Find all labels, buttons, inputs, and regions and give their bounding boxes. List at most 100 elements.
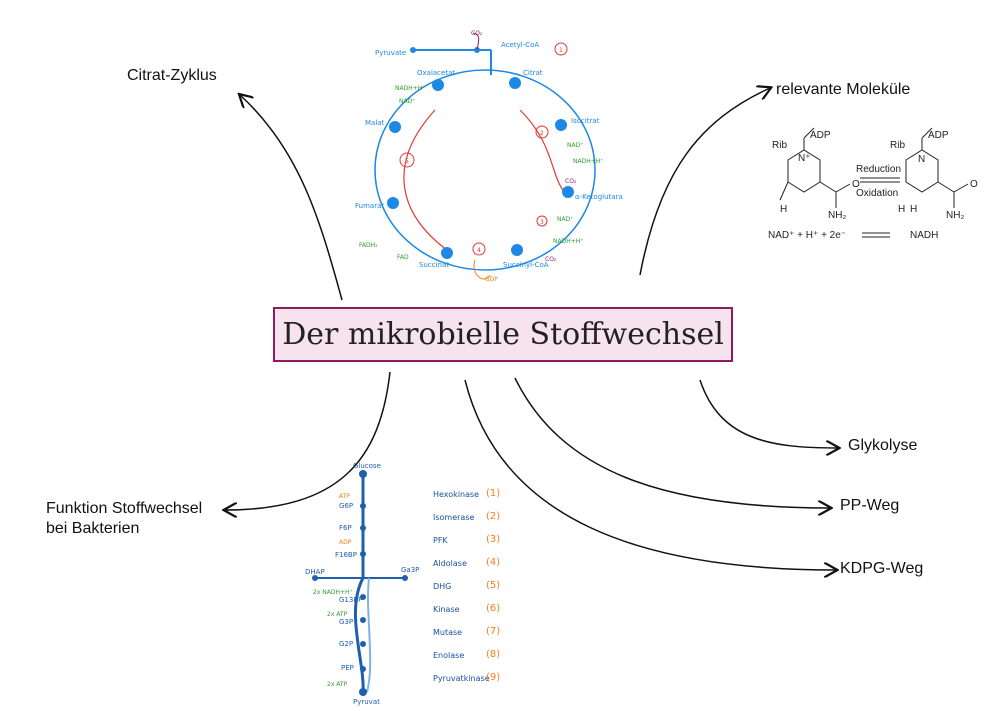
- pyruvat-label: Pyruvat: [353, 698, 380, 706]
- cycle-ring: [374, 69, 596, 271]
- fumarat-label: Fumarat: [355, 202, 384, 210]
- adp-label-right: ADP: [928, 130, 949, 141]
- o-label-left: O: [852, 179, 860, 190]
- gly-left-label-7: G13BP: [339, 596, 362, 604]
- arrow-citrat: [240, 95, 343, 301]
- succinat-node: [441, 247, 453, 259]
- akg-label: α-Ketoglutara: [575, 193, 623, 201]
- equation-left: NAD⁺ + H⁺ + 2e⁻: [768, 230, 846, 241]
- gdp-label: GDP: [485, 276, 498, 283]
- h-label-right-1: H: [898, 204, 905, 215]
- oxalacetat-label: Oxalacetat: [417, 69, 455, 77]
- step-1-label: 1: [559, 47, 563, 54]
- gly-left-label-10: G2P: [339, 640, 353, 648]
- reduction-label: Reduction: [856, 164, 901, 175]
- gly-left-label-5: DHAP: [305, 568, 325, 576]
- step-5-label: 5: [405, 158, 409, 165]
- gly-left-label-1: G6P: [339, 502, 353, 510]
- pyruvate-label: Pyruvate: [375, 49, 406, 57]
- nh2-label-left: NH₂: [828, 210, 846, 221]
- fad-label: FAD: [397, 254, 409, 261]
- ga3p-label: Ga3P: [401, 566, 419, 574]
- co2-label-3: CO₂: [545, 256, 557, 263]
- enzyme-num-8: (8): [486, 649, 501, 660]
- branch-citrat-zyklus: Citrat-Zyklus: [127, 67, 217, 84]
- nadh-label-2: NADH+H⁺: [553, 238, 583, 245]
- equation-right: NADH: [910, 230, 938, 241]
- branch-glykolyse: Glykolyse: [848, 437, 918, 454]
- enzyme-name-8: Enolase: [433, 651, 465, 660]
- enzyme-num-1: (1): [486, 488, 501, 499]
- malat-label: Malat: [365, 119, 385, 127]
- succinylcoa-node: [511, 244, 523, 256]
- arrow-ppweg: [514, 377, 830, 508]
- glycolysis-diagram: Glucose Pyruvat Ga3P ATP G6P F6P ADP F16…: [305, 462, 419, 706]
- enzyme-num-2: (2): [486, 511, 501, 522]
- central-title: Der mikrobielle Stoffwechsel: [282, 317, 724, 352]
- o-label-right: O: [970, 179, 978, 190]
- n-label: N: [918, 154, 925, 165]
- nplus-label: N⁺: [798, 153, 811, 164]
- pyruvate-node: [410, 47, 416, 53]
- enzyme-name-6: Kinase: [433, 605, 460, 614]
- glucose-label: Glucose: [353, 462, 381, 470]
- nadh-label-1: NADH+H⁺: [573, 158, 603, 165]
- gly-left-label-11: PEP: [341, 664, 354, 672]
- arrow-glykolyse: [699, 379, 838, 448]
- enzyme-num-4: (4): [486, 557, 501, 568]
- enzyme-num-3: (3): [486, 534, 501, 545]
- gly-left-label-6: 2x NADH+H⁺: [313, 589, 353, 596]
- h-label-right-2: H: [910, 204, 917, 215]
- fadh-label: FADH₂: [359, 242, 378, 249]
- enzyme-name-5: DHG: [433, 582, 452, 591]
- nad-label-3: NAD⁺: [399, 98, 415, 105]
- co2-label-2: CO₂: [565, 178, 577, 185]
- enzyme-num-6: (6): [486, 603, 501, 614]
- step-2-label: 2: [540, 130, 544, 137]
- rib-label-right: Rib: [890, 140, 905, 151]
- gly-left-label-8: 2x ATP: [327, 611, 348, 618]
- adp-label-left: ADP: [810, 130, 831, 141]
- nadh-label-3: NADH+H⁺: [395, 85, 425, 92]
- enzyme-name-3: PFK: [433, 536, 448, 545]
- isocitrat-node: [555, 119, 567, 131]
- enzyme-name-4: Aldolase: [433, 559, 467, 568]
- malat-node: [389, 121, 401, 133]
- oxidation-label: Oxidation: [856, 188, 898, 199]
- gly-left-label-12: 2x ATP: [327, 681, 348, 688]
- nad-structure-diagram: Rib ADP N⁺ O NH₂ H Reduction Oxidation R…: [768, 127, 978, 241]
- citrate-cycle-diagram: CO₂ Pyruvate Acetyl-CoA 1 Oxalacetat Cit…: [355, 30, 623, 283]
- enzyme-name-1: Hexokinase: [433, 490, 480, 499]
- isocitrat-label: Isocitrat: [571, 117, 600, 125]
- oxalacetat-node: [432, 79, 444, 91]
- branch-kdpg-weg: KDPG-Weg: [840, 560, 924, 577]
- enzyme-name-9: Pyruvatkinase: [433, 674, 490, 683]
- gly-left-label-9: G3P: [339, 618, 353, 626]
- nh2-label-right: NH₂: [946, 210, 964, 221]
- rib-label-left: Rib: [772, 140, 787, 151]
- h-label-left: H: [780, 204, 787, 215]
- gly-left-label-4: F16BP: [335, 551, 357, 559]
- branch-pp-weg: PP-Weg: [840, 497, 900, 514]
- arrow-funktion: [225, 371, 391, 510]
- branch-funktion-line2: bei Bakterien: [46, 520, 140, 537]
- branch-funktion-line1: Funktion Stoffwechsel: [46, 500, 203, 517]
- akg-node: [562, 186, 574, 198]
- co2-top-label: CO₂: [471, 30, 483, 37]
- enzyme-name-7: Mutase: [433, 628, 463, 637]
- step-3-label: 3: [540, 219, 544, 226]
- branch-relevante-molekuele: relevante Moleküle: [776, 81, 911, 98]
- enzyme-num-5: (5): [486, 580, 501, 591]
- citrat-node: [509, 77, 521, 89]
- gly-left-label-2: F6P: [339, 524, 352, 532]
- arrow-molecules: [639, 88, 770, 276]
- fumarat-node: [387, 197, 399, 209]
- succinat-label: Succinat: [419, 261, 449, 269]
- nad-label-1: NAD⁺: [567, 142, 583, 149]
- succinylcoa-label: Succinyl-CoA: [503, 261, 549, 269]
- enzyme-name-2: Isomerase: [433, 513, 475, 522]
- citrat-label: Citrat: [523, 69, 543, 77]
- enzyme-num-7: (7): [486, 626, 501, 637]
- gly-left-label-0: ATP: [339, 493, 350, 500]
